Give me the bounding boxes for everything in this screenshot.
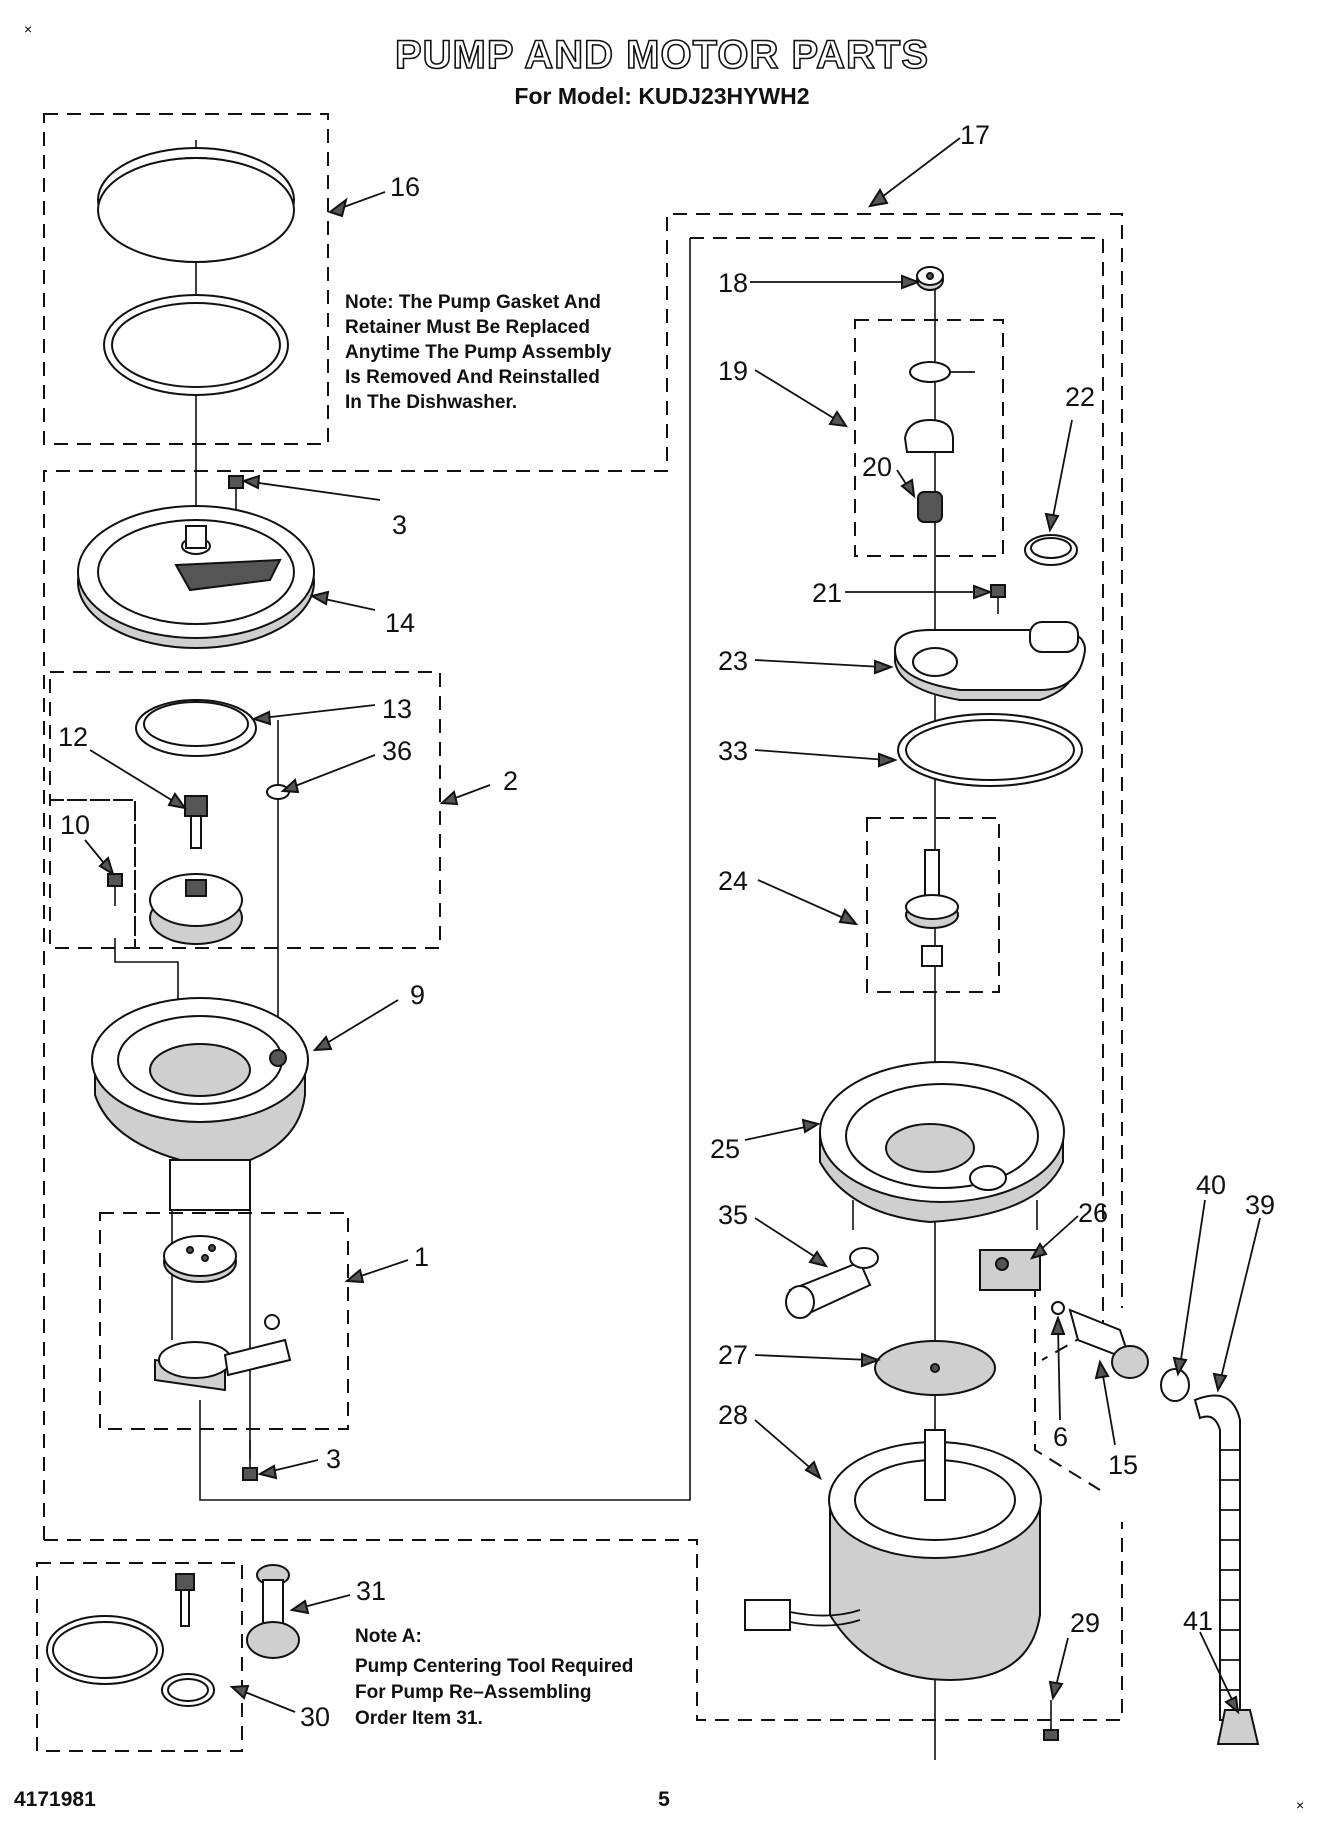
callout-23: 23 <box>718 646 748 676</box>
leader-arrows <box>84 137 1261 1715</box>
part-3-screw-bottom <box>242 1440 258 1481</box>
group-17-box <box>43 213 1123 1540</box>
gasket-note-line: In The Dishwasher. <box>345 392 517 413</box>
group-10-box <box>49 799 136 949</box>
callout-22: 22 <box>1065 382 1095 412</box>
callout-2: 2 <box>503 766 518 796</box>
callout-3-top: 3 <box>392 510 407 540</box>
part-26-clip <box>979 1249 1041 1291</box>
note-a-line: Pump Centering Tool Required <box>355 1656 633 1677</box>
callout-labels: 16 17 18 19 20 22 21 23 33 24 25 35 26 4… <box>58 120 1275 1732</box>
callout-40: 40 <box>1196 1170 1226 1200</box>
callout-13: 13 <box>382 694 412 724</box>
callout-21: 21 <box>812 578 842 608</box>
callout-24: 24 <box>718 866 748 896</box>
callout-33: 33 <box>718 736 748 766</box>
part-15-drain-valve <box>1068 1308 1149 1379</box>
part-21-screw <box>990 584 1006 614</box>
callout-9: 9 <box>410 980 425 1010</box>
gasket-note: Note: The Pump Gasket And Retainer Must … <box>345 292 612 413</box>
callout-39: 39 <box>1245 1190 1275 1220</box>
group-19-box <box>854 319 1004 557</box>
part-40-clamp <box>1160 1368 1190 1402</box>
note-a-line: Note A: <box>355 1626 422 1647</box>
group-30-box <box>36 1562 243 1752</box>
gasket-note-line: Is Removed And Reinstalled <box>345 367 600 388</box>
page-title: PUMP AND MOTOR PARTS <box>395 33 929 77</box>
part-41-hose-cap <box>1216 1709 1260 1745</box>
part-18-washer <box>916 266 944 291</box>
callout-36: 36 <box>382 736 412 766</box>
impeller <box>149 873 243 945</box>
callout-20: 20 <box>862 452 892 482</box>
page-number: 5 <box>658 1788 670 1811</box>
corner-mark: × <box>1296 1797 1304 1813</box>
part-14-cover <box>77 505 315 649</box>
part-22-ring <box>1024 534 1078 566</box>
callout-25: 25 <box>710 1134 740 1164</box>
part-25-motor-mount <box>819 1061 1065 1230</box>
model-subtitle: For Model: KUDJ23HYWH2 <box>514 83 809 109</box>
part-24-shaft-seal <box>905 849 959 967</box>
part-16-pump-gasket <box>97 147 295 396</box>
gasket-note-line: Retainer Must Be Replaced <box>345 317 590 338</box>
part-3-screw-top <box>228 475 244 512</box>
group-24-box <box>866 817 1000 993</box>
axis-line <box>114 938 179 1000</box>
part-9-pump-housing <box>91 997 309 1211</box>
part-30-kit <box>46 1573 215 1707</box>
part-6-oring <box>1051 1301 1065 1315</box>
callout-17: 17 <box>960 120 990 150</box>
callout-6: 6 <box>1053 1422 1068 1452</box>
corner-mark: × <box>24 21 32 37</box>
note-a: Note A: Pump Centering Tool Required For… <box>355 1626 633 1729</box>
group-1-box <box>99 1212 349 1430</box>
callout-16: 16 <box>390 172 420 202</box>
callout-15: 15 <box>1108 1450 1138 1480</box>
part-31-centering-tool <box>246 1564 300 1659</box>
callout-14: 14 <box>385 608 415 638</box>
callout-3-bottom: 3 <box>326 1444 341 1474</box>
callout-1: 1 <box>414 1242 429 1272</box>
gasket-note-line: Anytime The Pump Assembly <box>345 342 612 363</box>
callout-41: 41 <box>1183 1606 1213 1636</box>
group-16-box <box>43 113 329 445</box>
callout-18: 18 <box>718 268 748 298</box>
part-23-cover <box>893 621 1087 701</box>
part-39-drain-hose <box>1193 1394 1241 1721</box>
callout-29: 29 <box>1070 1608 1100 1638</box>
part-20-seal <box>917 491 943 523</box>
part-27-plate <box>874 1340 996 1396</box>
callout-10: 10 <box>60 810 90 840</box>
part-28-motor <box>744 1429 1042 1682</box>
callout-12: 12 <box>58 722 88 752</box>
pump-assembly-inner-box <box>690 237 1104 1361</box>
callout-30: 30 <box>300 1702 330 1732</box>
part-12-bolt <box>184 795 208 849</box>
gasket-note-line: Note: The Pump Gasket And <box>345 292 601 313</box>
note-a-line: Order Item 31. <box>355 1708 483 1729</box>
callout-26: 26 <box>1078 1198 1108 1228</box>
part-29-screw <box>1043 1700 1059 1741</box>
callout-31: 31 <box>356 1576 386 1606</box>
hose-group-box <box>1034 1260 1101 1491</box>
pump-frame-line <box>199 238 691 1501</box>
part-35-hose-elbow <box>785 1247 879 1319</box>
part-1-filter-chopper <box>154 1235 292 1392</box>
part-10-screw <box>107 873 123 906</box>
motor-group-box <box>44 1522 1123 1721</box>
part-13-ring <box>135 699 257 757</box>
callout-27: 27 <box>718 1340 748 1370</box>
document-number: 4171981 <box>14 1788 96 1811</box>
callout-35: 35 <box>718 1200 748 1230</box>
note-a-line: For Pump Re–Assembling <box>355 1682 592 1703</box>
part-33-gasket <box>897 713 1083 787</box>
callout-19: 19 <box>718 356 748 386</box>
part-19-spring-clip <box>903 361 975 453</box>
callout-28: 28 <box>718 1400 748 1430</box>
